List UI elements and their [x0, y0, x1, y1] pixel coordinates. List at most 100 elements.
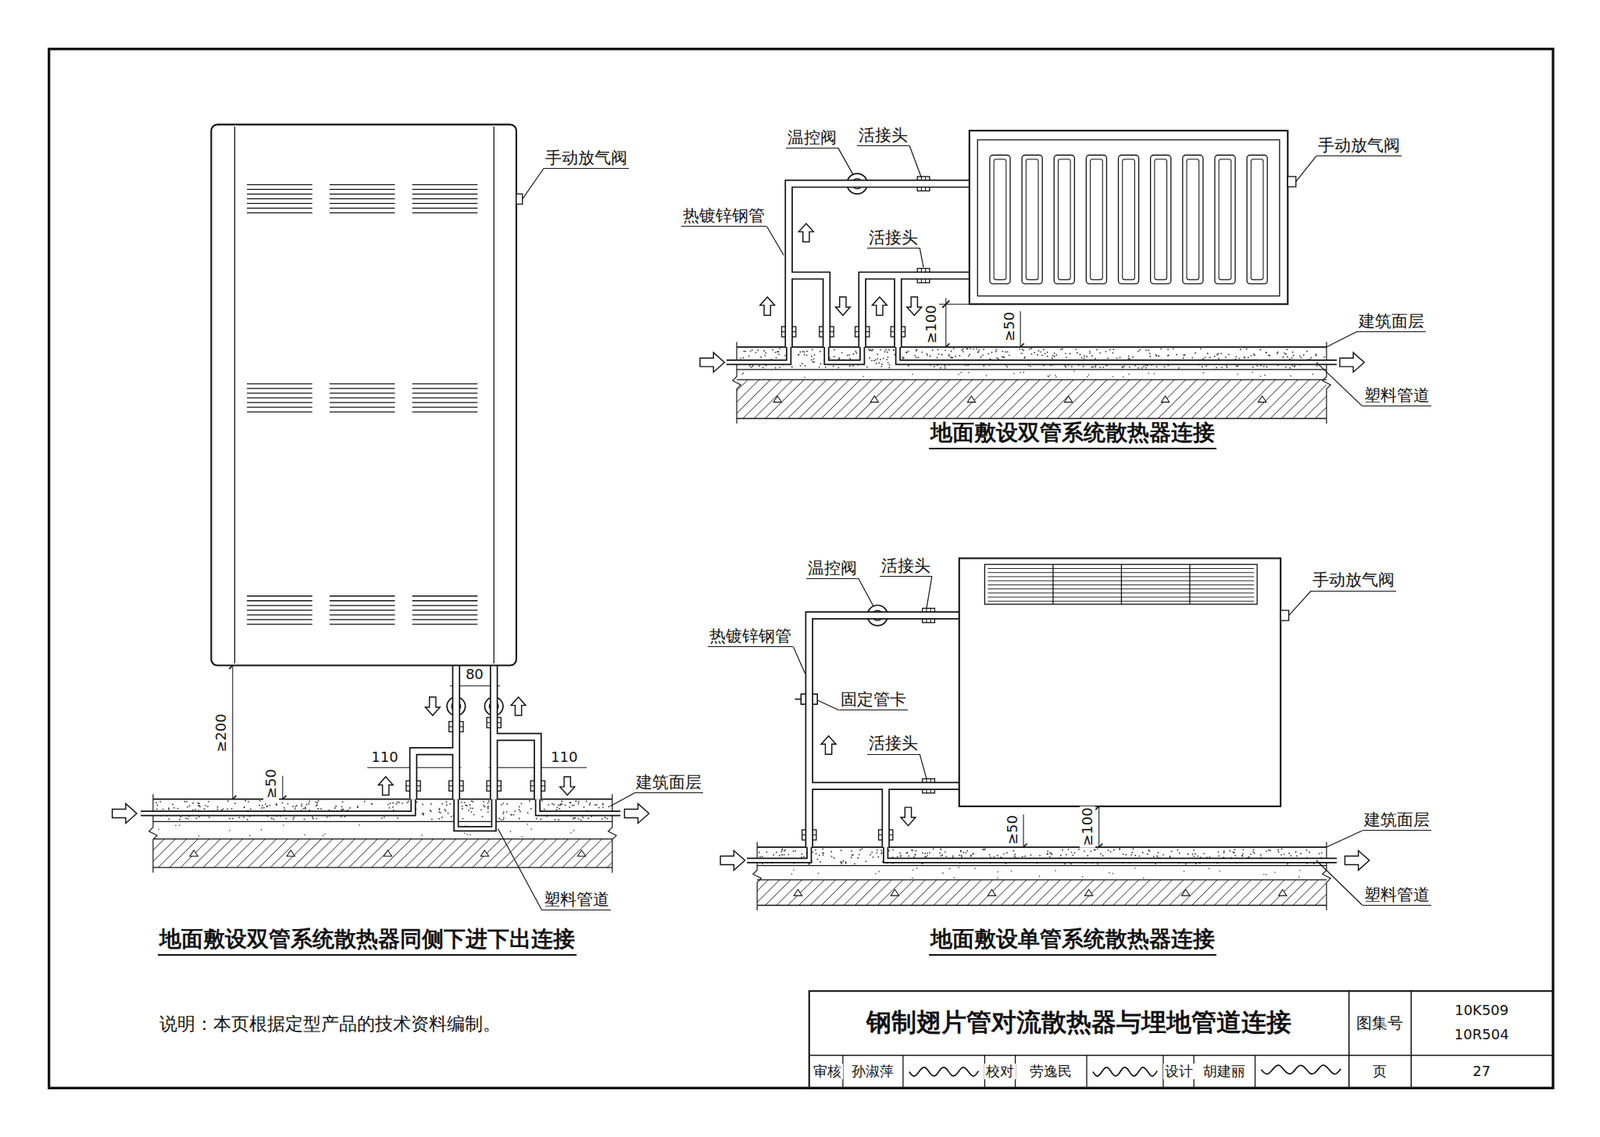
screed-dot: [1318, 852, 1321, 854]
concrete-hatch: [1135, 379, 1175, 419]
screed-dot: [1038, 350, 1040, 352]
leader-lines: [497, 146, 1362, 911]
pipe-outline: [809, 615, 960, 847]
screed-dot: [203, 807, 206, 810]
screed-dot: [754, 351, 757, 354]
screed-dot: [292, 805, 294, 808]
screed-dot: [1060, 854, 1062, 857]
screed-dot: [993, 856, 996, 858]
screed-dot: [1099, 352, 1101, 354]
screed-dot: [1051, 357, 1054, 359]
louver-slot: [246, 618, 313, 620]
louver-slot: [329, 392, 396, 393]
screed-dot: [915, 348, 918, 350]
part-label: 塑料管道: [1362, 885, 1432, 906]
screed-dot: [1250, 354, 1253, 357]
air-vent: [1280, 610, 1289, 621]
screed-dot: [460, 801, 463, 804]
screed-dot: [467, 809, 470, 811]
screed-dot: [1083, 850, 1086, 852]
screed-dot: [178, 824, 181, 826]
screed-dot: [1064, 366, 1067, 368]
screed-dot: [1028, 348, 1031, 350]
screed-dot: [308, 809, 311, 811]
screed-dot: [1061, 849, 1064, 851]
screed-dot: [500, 803, 503, 806]
screed-dot: [217, 806, 219, 808]
screed-dot: [518, 817, 521, 820]
screed-dot: [866, 366, 868, 368]
signature: [909, 1067, 979, 1076]
screed-dot: [1217, 851, 1220, 854]
screed-dot: [1286, 356, 1289, 358]
screed-dot: [1223, 851, 1225, 854]
screed-dot: [234, 802, 236, 804]
screed-dot: [1128, 373, 1130, 375]
screed-dot: [204, 804, 207, 807]
screed-dot: [853, 862, 856, 865]
screed-dot: [488, 800, 490, 802]
screed-dot: [1323, 356, 1325, 358]
screed-dot: [750, 366, 753, 368]
screed-dot: [551, 803, 554, 805]
screed-dot: [803, 350, 805, 353]
screed-dot: [466, 804, 468, 807]
screed-dot: [1241, 854, 1243, 857]
screed-dot: [751, 349, 754, 351]
grille-divider: [1121, 564, 1122, 604]
pipe-outline: [885, 846, 1337, 861]
screed-dot: [915, 850, 918, 852]
radiator-casing: [969, 130, 1289, 304]
screed-dot: [431, 818, 433, 821]
screed-dot: [1265, 351, 1268, 354]
screed-dot: [1283, 853, 1286, 855]
floor-ground: [153, 799, 613, 868]
screed-dot: [803, 353, 806, 356]
screed-dot: [1013, 855, 1015, 858]
leader-line: [926, 576, 933, 609]
screed-dot: [242, 806, 245, 808]
pipe-outline: [897, 346, 1337, 363]
screed-dot: [583, 806, 586, 808]
screed-dot: [944, 367, 947, 369]
screed-dot: [761, 855, 764, 858]
screed-dot: [1183, 870, 1186, 872]
screed-dot: [249, 835, 251, 837]
aggregate-mark: [286, 850, 295, 857]
screed-dot: [1137, 367, 1140, 369]
concrete-hatch: [483, 839, 513, 868]
screed-dot: [1109, 349, 1111, 351]
concrete-hatch: [517, 839, 547, 868]
dimension: ≥100: [1079, 805, 1096, 847]
screed-dot: [1023, 371, 1025, 374]
screed-dot: [487, 806, 490, 808]
screed-dot: [1264, 374, 1266, 376]
concrete-hatch: [978, 379, 1018, 419]
screed-dot: [852, 353, 854, 355]
screed-dot: [317, 800, 320, 802]
screed-dot: [970, 854, 972, 857]
screed-dot: [1277, 351, 1279, 354]
pipe-bore: [826, 346, 863, 363]
screed-dot: [1162, 853, 1165, 856]
screed-dot: [1303, 353, 1305, 356]
table-rule: [1348, 990, 1350, 1088]
leader-line: [838, 147, 854, 175]
screed-dot: [447, 812, 450, 815]
screed-dot: [813, 357, 815, 360]
pipe-bore: [456, 799, 494, 829]
screed-dot: [1121, 365, 1124, 368]
concrete-hatch: [450, 839, 479, 868]
concrete-hatch: [180, 839, 210, 868]
screed-dot: [914, 354, 916, 357]
concrete-hatch: [405, 839, 435, 868]
louver-slot: [246, 595, 313, 597]
screed-dot: [553, 803, 555, 806]
dimension: ≥50: [264, 767, 280, 800]
screed-dot: [958, 373, 961, 375]
louver-slot: [329, 618, 396, 620]
figure-caption: 地面敷设双管系统散热器同侧下进下出连接: [157, 927, 577, 956]
flow-arrow: [1344, 850, 1369, 871]
screed-dot: [760, 356, 762, 358]
screed-dot: [167, 817, 170, 820]
